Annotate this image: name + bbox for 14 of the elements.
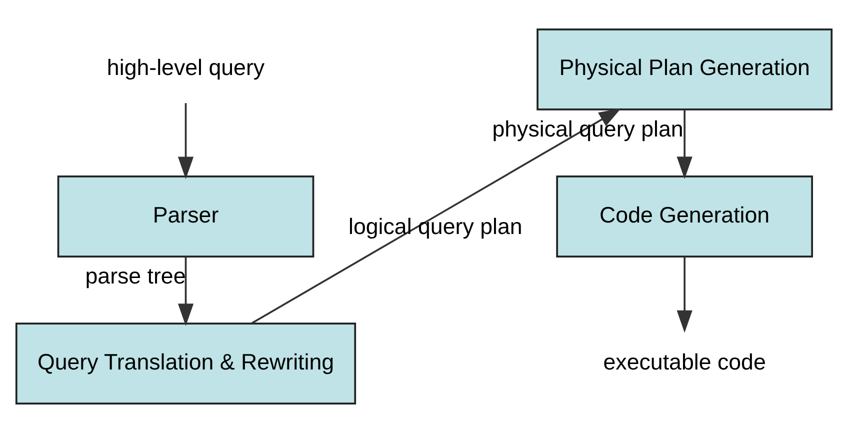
node-box: Code Generation	[556, 176, 813, 258]
arrow	[178, 103, 194, 180]
arrow	[676, 256, 692, 333]
edge-label: physical query plan	[492, 116, 684, 142]
edge-label: parse tree	[85, 264, 186, 289]
edge-label: logical query plan	[348, 214, 522, 240]
arrow	[251, 108, 622, 324]
node-text: executable code	[603, 349, 766, 374]
node-box: Physical Plan Generation	[536, 28, 833, 110]
arrow	[676, 110, 692, 179]
node-box: Query Translation & Rewriting	[15, 322, 356, 404]
node-text: high-level query	[106, 55, 265, 80]
node-box: Parser	[57, 176, 314, 258]
arrow	[178, 256, 194, 326]
